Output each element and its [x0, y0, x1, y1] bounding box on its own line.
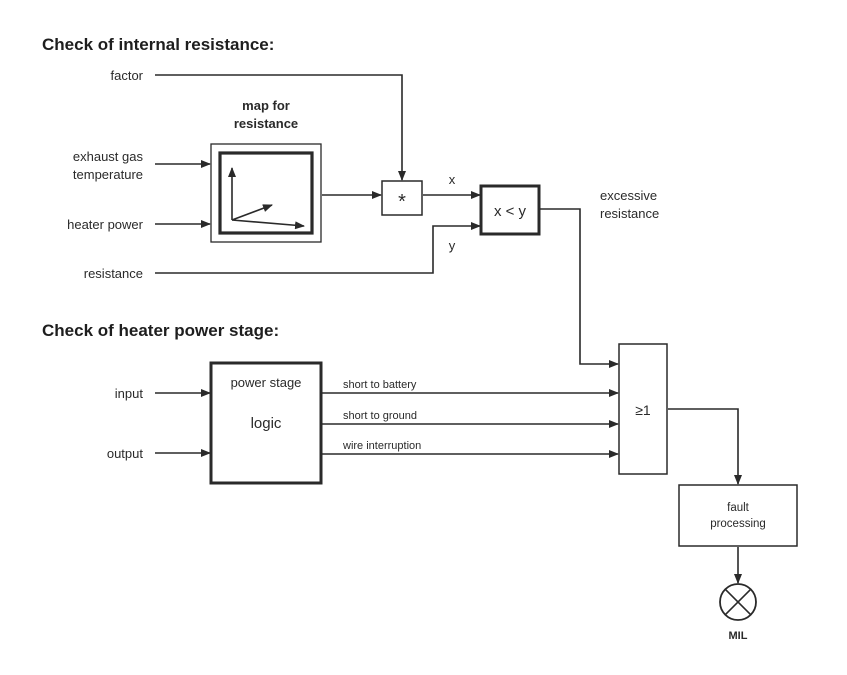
- fault-line1: fault: [727, 502, 750, 514]
- mil-label: MIL: [729, 630, 748, 642]
- label-exhaust-temperature: temperature: [73, 167, 143, 182]
- heading-internal-resistance: Check of internal resistance:: [42, 35, 274, 54]
- label-resistance: resistance: [84, 266, 143, 281]
- signal-y-label: y: [449, 238, 456, 253]
- map-graph-icon: [228, 167, 305, 230]
- label-exhaust-gas: exhaust gas: [73, 149, 144, 164]
- or-gate-block: [618, 343, 668, 475]
- label-heater-power: heater power: [67, 217, 144, 232]
- map-title-line1: map for: [242, 98, 290, 113]
- comparator-label: x < y: [494, 203, 527, 220]
- signal-short-ground: short to ground: [343, 410, 417, 422]
- signal-x-label: x: [449, 172, 456, 187]
- connectors-internal-resistance: [155, 74, 619, 368]
- signal-wire-interruption: wire interruption: [342, 440, 421, 452]
- excessive-line1: excessive: [600, 188, 657, 203]
- connectors-heater-power-stage: [155, 389, 742, 584]
- map-title-line2: resistance: [234, 116, 298, 131]
- map-inner-frame: [218, 151, 314, 235]
- comparator-block: [479, 184, 541, 236]
- heading-heater-power-stage: Check of heater power stage:: [42, 321, 279, 340]
- power-stage-line2: logic: [251, 415, 282, 432]
- label-output: output: [107, 446, 144, 461]
- label-factor: factor: [110, 68, 143, 83]
- excessive-line2: resistance: [600, 206, 659, 221]
- fault-line2: processing: [710, 518, 766, 530]
- lamp-icon: [719, 583, 757, 621]
- multiplier-block: [381, 180, 423, 216]
- fault-processing-block: [678, 484, 798, 547]
- power-stage-block: [209, 361, 323, 485]
- multiplier-symbol: *: [398, 191, 406, 213]
- label-input: input: [115, 386, 144, 401]
- power-stage-line1: power stage: [231, 375, 302, 390]
- signal-short-battery: short to battery: [343, 379, 417, 391]
- or-gate-label: ≥1: [635, 402, 651, 418]
